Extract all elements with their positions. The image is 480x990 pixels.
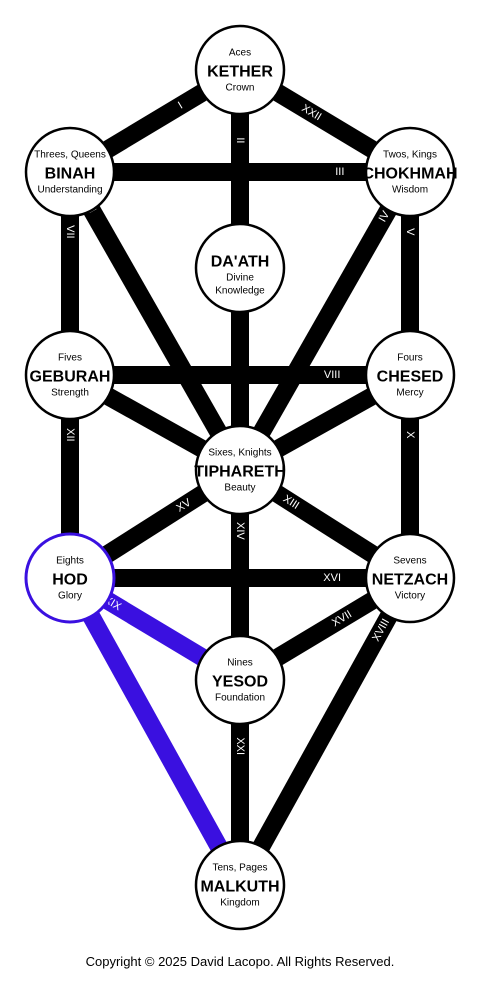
- path-numeral: XII: [64, 428, 76, 441]
- sephira-meaning: Divine: [226, 273, 254, 284]
- path-bar: [62, 167, 248, 475]
- sephira-attribution: Fours: [397, 353, 423, 364]
- path-numeral: XXI: [234, 737, 246, 755]
- sephira-circle: [194, 634, 286, 726]
- sephira-name: TIPHARETH: [194, 464, 286, 481]
- sephira-name: CHESED: [377, 369, 444, 386]
- sephira-meaning: Mercy: [396, 388, 423, 399]
- sephira-meaning: Victory: [395, 591, 425, 602]
- path-numeral: VIII: [324, 369, 341, 381]
- sephira-circle: [364, 126, 456, 218]
- sephira-attribution: Eights: [56, 556, 84, 567]
- sephira-circle: [364, 532, 456, 624]
- path-numeral: XIV: [234, 522, 246, 540]
- sephira-meaning: Understanding: [37, 185, 102, 196]
- sephira-circle: [364, 329, 456, 421]
- sephira-attribution: Aces: [229, 48, 251, 59]
- path-xvi: XVI: [112, 569, 368, 587]
- sephira-name: YESOD: [212, 674, 268, 691]
- path-bar: [62, 573, 248, 890]
- sephira-circle: [194, 222, 286, 314]
- sephira-circle: [24, 126, 116, 218]
- path-bar: [232, 573, 418, 890]
- sephira-meaning: Knowledge: [215, 286, 265, 297]
- path-numeral: I: [176, 100, 185, 112]
- path-vii: VII: [61, 214, 79, 333]
- sephira-attribution: Twos, Kings: [383, 150, 437, 161]
- sephira-meaning: Glory: [58, 591, 82, 602]
- path-xviii: XVIII: [232, 573, 418, 890]
- path-iii: III: [112, 163, 368, 181]
- path-numeral: XVI: [323, 572, 341, 584]
- sephira-circle: [24, 329, 116, 421]
- copyright-notice: Copyright © 2025 David Lacopo. All Right…: [85, 954, 395, 969]
- sephira-attribution: Sixes, Knights: [208, 448, 271, 459]
- sephira-attribution: Threes, Queens: [34, 150, 106, 161]
- sephira-meaning: Kingdom: [220, 898, 259, 909]
- path-iv: IV: [232, 167, 418, 475]
- sephira-circle: [24, 532, 116, 624]
- sephira-attribution: Nines: [227, 658, 253, 669]
- sephira-name: DA'ATH: [211, 254, 270, 271]
- path-xii: XII: [61, 417, 79, 536]
- path-x: X: [401, 417, 419, 536]
- sephira-circle: [194, 839, 286, 931]
- path-xxi: XXI: [231, 722, 249, 843]
- path-numeral: VII: [64, 225, 76, 238]
- path-viii: VIII: [112, 366, 368, 384]
- sephira-meaning: Foundation: [215, 693, 265, 704]
- sephira-circle: [194, 24, 286, 116]
- sephira-name: BINAH: [45, 166, 96, 183]
- sephira-attribution: Tens, Pages: [212, 863, 267, 874]
- sephira-meaning: Beauty: [224, 483, 255, 494]
- path-numeral: X: [404, 431, 416, 439]
- sephira-name: KETHER: [207, 64, 273, 81]
- sephira-name: CHOKHMAH: [362, 166, 457, 183]
- path-numeral: III: [335, 166, 344, 178]
- sephira-meaning: Wisdom: [392, 185, 428, 196]
- path-numeral: II: [234, 137, 246, 143]
- sephira-name: MALKUTH: [200, 879, 279, 896]
- sephira-name: GEBURAH: [30, 369, 111, 386]
- sephira-meaning: Strength: [51, 388, 89, 399]
- sephira-attribution: Fives: [58, 353, 82, 364]
- path-numeral: V: [404, 228, 416, 236]
- path-v: V: [401, 214, 419, 333]
- path-bar: [232, 167, 418, 475]
- sephira-meaning: Crown: [226, 83, 255, 94]
- sephira-attribution: Sevens: [393, 556, 426, 567]
- sephira-circle: [194, 424, 286, 516]
- tree-of-life-diagram: IIIIIIIVVVIVIIVIIIIXXXIXIIXIIIXIVXVXVIXV…: [24, 24, 458, 931]
- sephira-name: NETZACH: [372, 572, 448, 589]
- sephira-name: HOD: [52, 572, 88, 589]
